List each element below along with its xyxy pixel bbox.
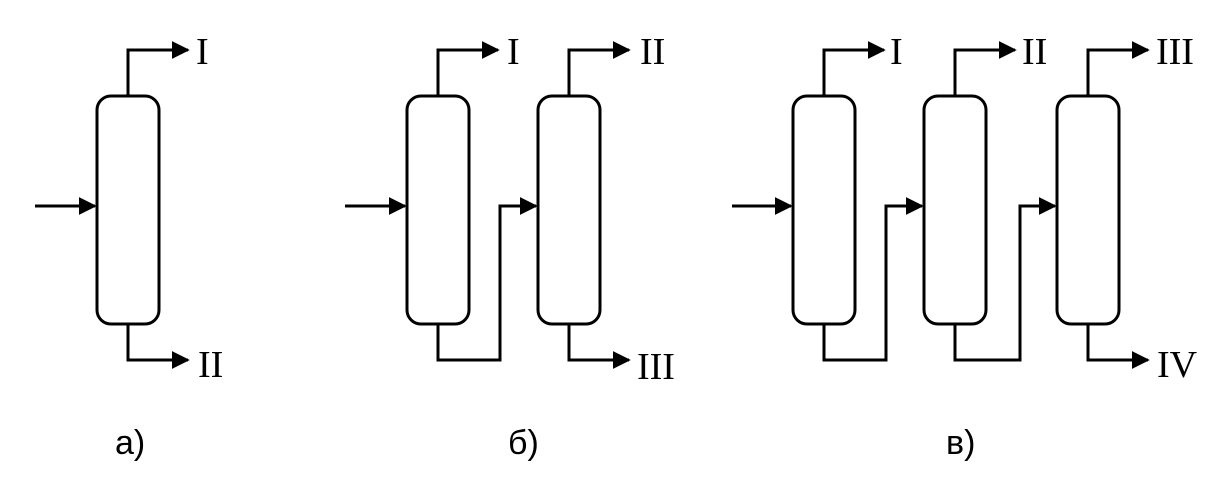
scheme-b-col2-top-output-arrow xyxy=(567,41,631,96)
scheme-b-column-2 xyxy=(536,94,602,326)
scheme-v-col3-bottom-output-arrow xyxy=(1086,324,1150,369)
scheme-a-column xyxy=(95,94,161,326)
scheme-a-label-bottom: II xyxy=(198,344,223,386)
scheme-a-label-top: I xyxy=(196,31,209,73)
scheme-v-label-col1-top: I xyxy=(890,31,903,73)
scheme-b-transfer-arrow xyxy=(436,197,538,362)
scheme-v-label-col3-bottom: IV xyxy=(1157,344,1198,386)
scheme-a: I II а) xyxy=(35,31,223,462)
scheme-b-label-col1-top: I xyxy=(507,31,520,73)
scheme-v-column-2 xyxy=(922,94,988,326)
scheme-b-caption: б) xyxy=(508,424,539,462)
scheme-v-column-1 xyxy=(791,94,857,326)
scheme-v-label-col2-top: II xyxy=(1022,31,1047,73)
scheme-v-col2-top-output-arrow xyxy=(953,41,1017,96)
scheme-v-transfer-arrow-2 xyxy=(953,197,1057,362)
scheme-v-label-col3-top: III xyxy=(1156,31,1194,73)
scheme-a-top-output-arrow xyxy=(126,41,190,96)
scheme-b-label-col2-top: II xyxy=(640,31,665,73)
scheme-v: I II III IV в) xyxy=(732,31,1198,462)
scheme-v-column-3 xyxy=(1055,94,1121,326)
scheme-b: I II III б) xyxy=(345,31,675,462)
scheme-b-col1-top-output-arrow xyxy=(436,41,500,96)
scheme-a-caption: а) xyxy=(115,424,145,462)
scheme-b-column-1 xyxy=(405,94,471,326)
scheme-v-caption: в) xyxy=(946,424,975,462)
scheme-a-bottom-output-arrow xyxy=(126,324,190,369)
scheme-b-col2-bottom-output-arrow xyxy=(567,324,631,369)
scheme-v-col3-top-output-arrow xyxy=(1086,41,1150,96)
scheme-b-label-col2-bottom: III xyxy=(637,346,675,388)
scheme-v-transfer-arrow-1 xyxy=(822,197,924,362)
scheme-v-col1-top-output-arrow xyxy=(822,41,886,96)
